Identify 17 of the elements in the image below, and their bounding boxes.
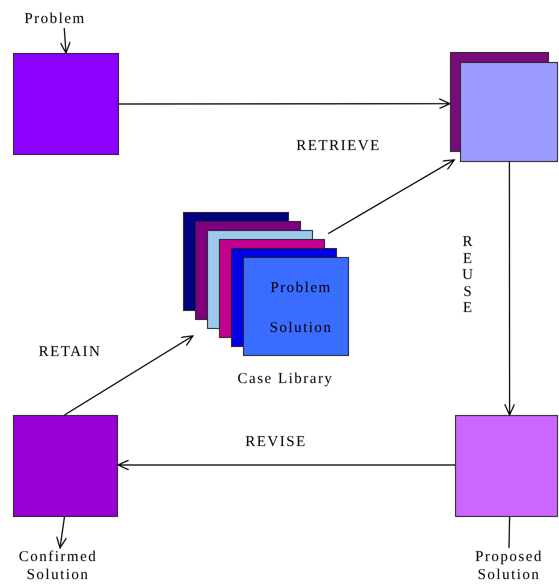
node-label: Problem [23, 10, 87, 28]
arrow [119, 98, 451, 110]
arrow [117, 459, 455, 471]
arrow [504, 162, 516, 416]
step-label: RETAIN [38, 343, 102, 361]
node-label: Confirmed Solution [18, 548, 98, 584]
step-label: RETRIEVE [295, 137, 382, 155]
step-label: REUSE [461, 234, 474, 316]
arrow [64, 335, 194, 416]
arrow [56, 516, 68, 549]
node-label: Proposed Solution [474, 548, 544, 584]
step-label: REVISE [244, 433, 308, 451]
node-label: Case Library [236, 370, 334, 388]
card-text: Solution [268, 319, 334, 337]
card-text: Problem [269, 279, 333, 297]
arrow [60, 28, 71, 54]
arrow [328, 159, 455, 234]
